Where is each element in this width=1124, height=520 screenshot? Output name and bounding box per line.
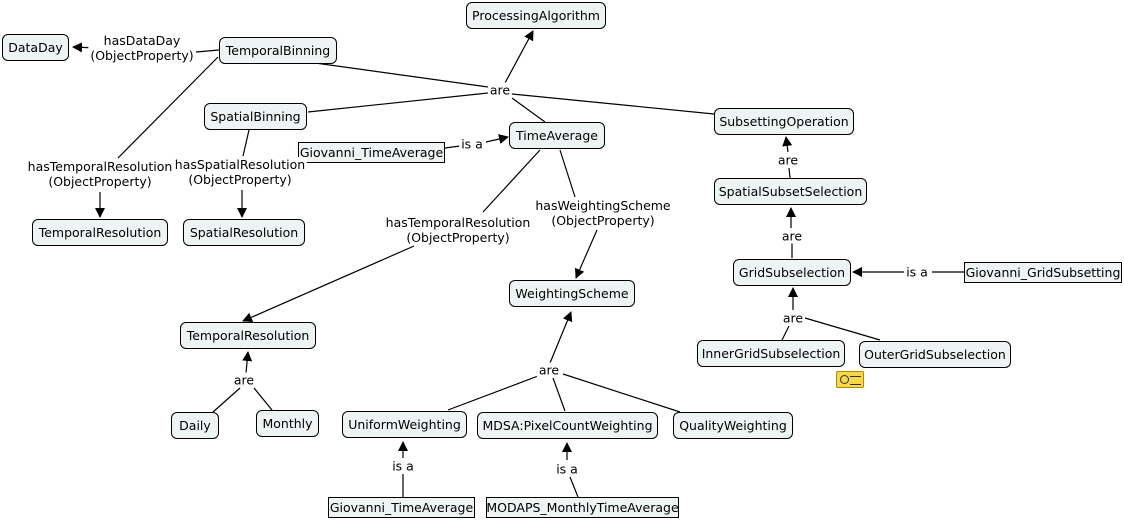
annotation-note-icon[interactable] — [836, 371, 864, 388]
label-has-spatial-resolution: hasSpatialResolution (ObjectProperty) — [172, 157, 308, 187]
connector-are-temporalres — [242, 351, 253, 374]
label-is-a-uniform: is a — [390, 458, 416, 474]
label-has-spatial-resolution-type: (ObjectProperty) — [188, 172, 292, 187]
node-spatial-binning[interactable]: SpatialBinning — [204, 103, 307, 130]
connector-outer-are — [804, 317, 881, 341]
node-processing-algorithm[interactable]: ProcessingAlgorithm — [466, 2, 606, 29]
node-giovanni-grid-subsetting[interactable]: Giovanni_GridSubsetting — [964, 262, 1122, 283]
label-has-temporal-resolution-left: hasTemporalResolution (ObjectProperty) — [25, 159, 175, 189]
label-has-temporal-resolution-left-type: (ObjectProperty) — [48, 174, 152, 189]
label-has-temporal-resolution-mid-name: hasTemporalResolution — [385, 215, 531, 230]
label-has-data-day-type: (ObjectProperty) — [90, 48, 194, 63]
node-data-day[interactable]: DataDay — [2, 34, 69, 61]
node-uniform-weighting[interactable]: UniformWeighting — [342, 411, 467, 438]
connector-spatialbinning-resolution — [242, 129, 250, 157]
connector-hasdataday-in — [195, 49, 220, 53]
connector-are-subsettingop — [782, 136, 793, 153]
connector-uniform-are — [447, 375, 539, 411]
label-has-temporal-resolution-mid: hasTemporalResolution (ObjectProperty) — [383, 215, 533, 245]
connector-spatialbinning-are — [307, 92, 489, 113]
label-has-spatial-resolution-name: hasSpatialResolution — [174, 157, 306, 172]
node-daily[interactable]: Daily — [171, 412, 219, 439]
connector-spatialsubset-are — [788, 167, 791, 179]
node-spatial-subset-selection[interactable]: SpatialSubsetSelection — [714, 178, 867, 205]
node-grid-subselection[interactable]: GridSubselection — [733, 259, 851, 286]
label-has-data-day: hasDataDay (ObjectProperty) — [88, 33, 196, 63]
connector-timeaverage-weighting — [559, 149, 576, 198]
label-is-a-time-average: is a — [459, 136, 485, 152]
connector-temporalbinning-are — [307, 61, 489, 88]
node-weighting-scheme[interactable]: WeightingScheme — [509, 280, 635, 307]
node-temporal-resolution-left[interactable]: TemporalResolution — [32, 219, 168, 246]
connector-quality-are — [562, 373, 681, 413]
connector-are-processingalgorithm — [504, 30, 534, 84]
label-has-weighting-scheme: hasWeightingScheme (ObjectProperty) — [533, 198, 673, 228]
label-is-a-grid-subsetting: is a — [904, 264, 930, 280]
node-giovanni-time-average-top[interactable]: Giovanni_TimeAverage — [298, 142, 445, 163]
node-inner-grid-subselection[interactable]: InnerGridSubselection — [697, 340, 845, 367]
node-subsetting-operation[interactable]: SubsettingOperation — [714, 108, 854, 135]
node-modaps-monthly-time-average[interactable]: MODAPS_MonthlyTimeAverage — [486, 497, 679, 518]
connector-inner-are — [781, 325, 790, 341]
node-quality-weighting[interactable]: QualityWeighting — [673, 412, 793, 439]
connector-timeaverage-temporalres — [482, 149, 541, 213]
connector-daily-are — [212, 387, 241, 413]
label-has-weighting-scheme-type: (ObjectProperty) — [551, 213, 655, 228]
connector-are-subsetting — [511, 93, 715, 115]
node-temporal-resolution-mid[interactable]: TemporalResolution — [180, 322, 316, 349]
connector-monthly-are — [253, 387, 273, 411]
connector-pixelcount-are — [552, 377, 566, 412]
label-are-top: are — [487, 82, 513, 98]
node-spatial-resolution[interactable]: SpatialResolution — [183, 219, 305, 246]
connector-modaps-isa — [569, 476, 579, 498]
connector-isa-timeaverage — [485, 134, 509, 144]
node-outer-grid-subselection[interactable]: OuterGridSubselection — [859, 341, 1011, 368]
connector-weighting-arrow — [575, 229, 598, 279]
connector-temporalbinning-resolution — [117, 56, 219, 159]
label-is-a-pixelcount: is a — [554, 461, 580, 477]
node-mdsa-pixel-count-weighting[interactable]: MDSA:PixelCountWeighting — [477, 412, 658, 439]
label-has-temporal-resolution-left-name: hasTemporalResolution — [27, 159, 173, 174]
label-are-weighting: are — [536, 362, 562, 378]
label-are-subsetting: are — [775, 152, 801, 168]
label-has-weighting-scheme-name: hasWeightingScheme — [535, 198, 671, 213]
label-are-spatial-subset: are — [779, 228, 805, 244]
node-monthly[interactable]: Monthly — [256, 410, 319, 437]
label-are-grid: are — [780, 310, 806, 326]
label-has-temporal-resolution-mid-type: (ObjectProperty) — [406, 230, 510, 245]
connector-temporalres-arrow — [242, 245, 415, 322]
label-are-resolution: are — [231, 372, 257, 388]
connector-are-timeaverage — [511, 97, 546, 123]
connector-giovanni-isa — [444, 145, 461, 149]
node-time-average[interactable]: TimeAverage — [509, 122, 605, 149]
connector-are-weightingscheme — [549, 311, 573, 364]
label-has-data-day-name: hasDataDay — [103, 33, 181, 48]
node-giovanni-time-average-bottom[interactable]: Giovanni_TimeAverage — [328, 497, 475, 518]
node-temporal-binning[interactable]: TemporalBinning — [219, 37, 337, 64]
